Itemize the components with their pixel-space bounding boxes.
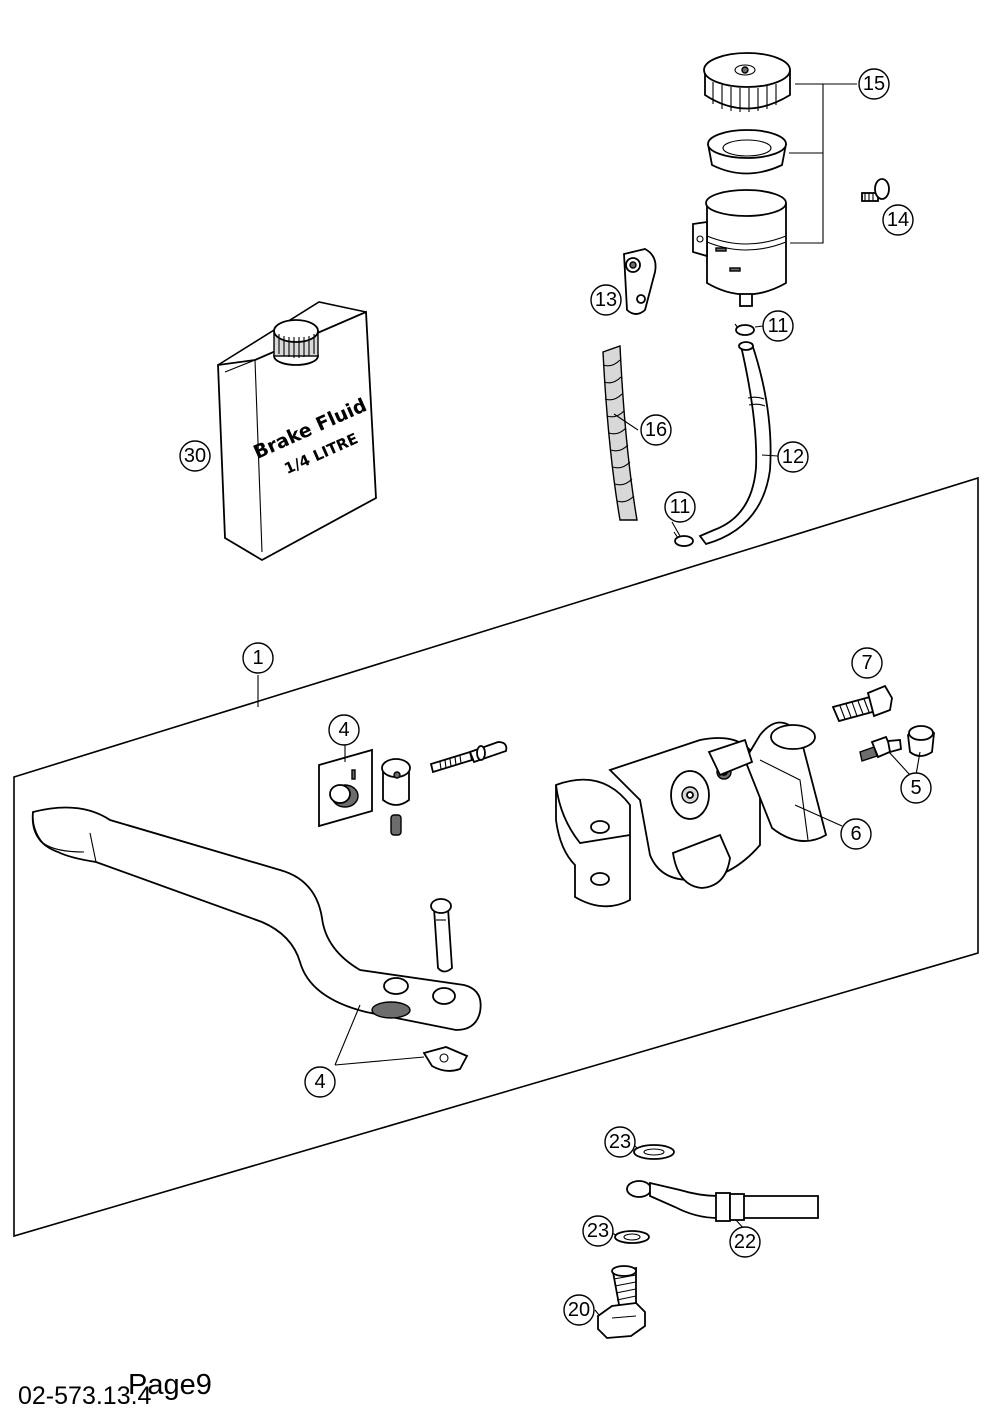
callout-4-lower: 4 xyxy=(304,1066,336,1098)
brake-lever xyxy=(31,806,482,1066)
hose-clamp-11-bottom xyxy=(673,531,694,547)
callout-16: 16 xyxy=(640,414,672,446)
callout-4-upper: 4 xyxy=(328,714,360,746)
brake-line-22 xyxy=(626,1180,819,1231)
callout-1: 1 xyxy=(242,642,274,674)
svg-text:4: 4 xyxy=(314,1071,325,1093)
upper-leader-lines xyxy=(613,325,779,537)
assembly-group-outline xyxy=(13,476,979,1238)
screw-14 xyxy=(861,178,890,202)
svg-text:11: 11 xyxy=(670,496,691,518)
hose-clamp-11-top xyxy=(734,323,755,336)
svg-text:30: 30 xyxy=(184,445,206,467)
svg-text:14: 14 xyxy=(887,209,909,231)
adjuster-set-4 xyxy=(318,745,373,828)
drawing-number: 02-573.13.4 xyxy=(18,1382,152,1410)
lever-clip xyxy=(334,1046,469,1072)
bracket-plate-13 xyxy=(623,248,657,315)
svg-text:20: 20 xyxy=(568,1299,590,1321)
page-number: Page9 xyxy=(128,1369,212,1401)
set-screw xyxy=(390,814,402,836)
callout-5: 5 xyxy=(900,772,932,804)
svg-text:23: 23 xyxy=(609,1131,631,1153)
spiral-sleeve-16 xyxy=(602,345,638,521)
callout-23-upper: 23 xyxy=(604,1126,636,1158)
pivot-pin xyxy=(430,898,453,973)
banjo-bolt-20 xyxy=(594,1265,646,1339)
svg-text:1: 1 xyxy=(252,647,263,669)
svg-text:5: 5 xyxy=(910,777,921,799)
adjuster-rod xyxy=(429,741,508,774)
bolt-7 xyxy=(831,684,893,723)
washer-23-upper xyxy=(632,1143,675,1160)
washer-23-lower xyxy=(611,1230,650,1244)
svg-text:13: 13 xyxy=(595,289,617,311)
svg-text:11: 11 xyxy=(768,315,789,337)
callout-14: 14 xyxy=(882,204,914,236)
reservoir-cap xyxy=(703,52,791,112)
svg-text:12: 12 xyxy=(782,446,804,468)
hose-12 xyxy=(698,341,772,546)
callout-20: 20 xyxy=(563,1294,595,1326)
callout-13: 13 xyxy=(590,284,622,316)
svg-text:6: 6 xyxy=(850,823,861,845)
callout-30: 30 xyxy=(179,440,211,472)
callout-11-upper: 11 xyxy=(762,310,794,342)
reservoir-body xyxy=(692,189,787,307)
callout-15-leaders xyxy=(789,83,857,244)
callout-11-lower: 11 xyxy=(664,491,696,523)
callout-12: 12 xyxy=(777,441,809,473)
callout-6: 6 xyxy=(840,818,872,850)
bleeder-valve-5 xyxy=(859,725,935,776)
callout-22: 22 xyxy=(729,1226,761,1258)
svg-text:22: 22 xyxy=(734,1231,756,1253)
reservoir-seal xyxy=(707,129,787,175)
callout-23-lower: 23 xyxy=(582,1215,614,1247)
callout-15: 15 xyxy=(858,68,890,100)
master-cylinder-body-6 xyxy=(555,721,843,908)
svg-text:4: 4 xyxy=(338,719,349,741)
svg-text:23: 23 xyxy=(587,1220,609,1242)
barrel-nut xyxy=(381,758,411,806)
svg-text:15: 15 xyxy=(863,73,885,95)
svg-text:7: 7 xyxy=(861,652,872,674)
svg-text:16: 16 xyxy=(645,419,667,441)
callout-7: 7 xyxy=(851,647,883,679)
brake-fluid-can: Brake Fluid 1/4 LITRE xyxy=(217,301,377,562)
